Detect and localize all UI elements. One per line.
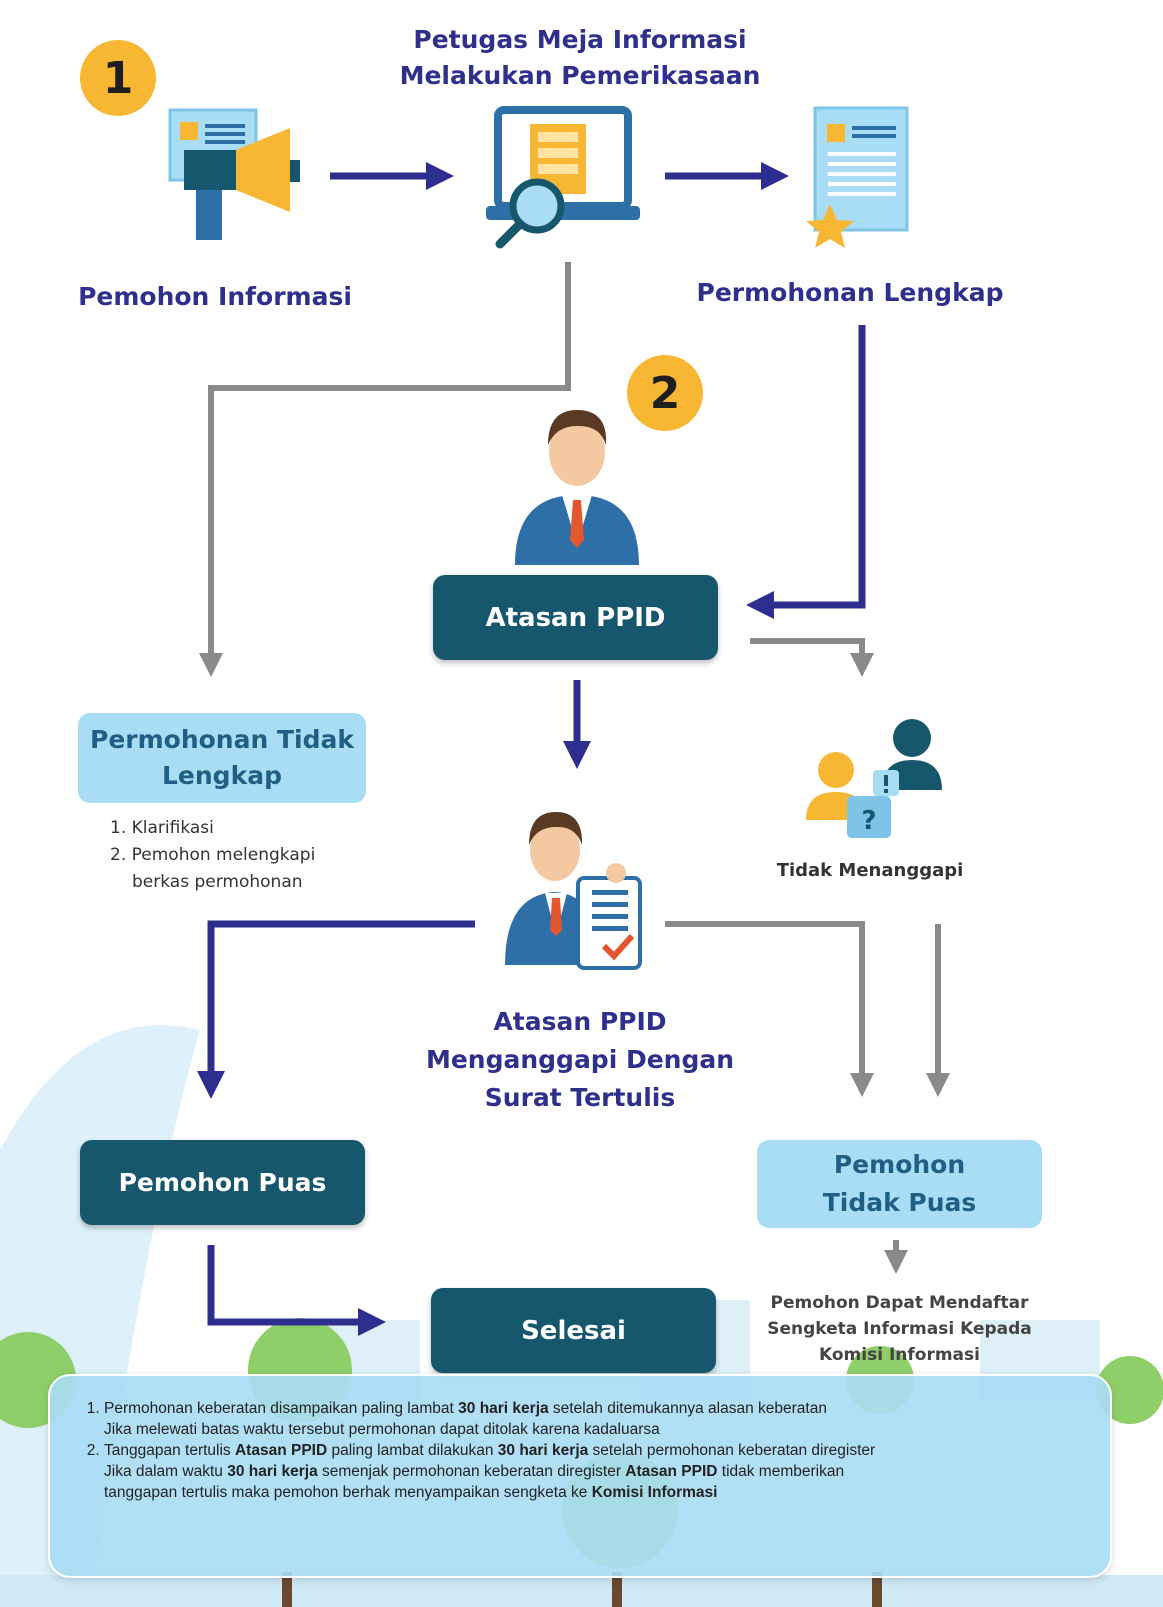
note-2-text-j: tidak memberikan — [717, 1463, 845, 1480]
menanggapi-line3: Surat Tertulis — [484, 1083, 676, 1112]
pemohon-puas-box: Pemohon Puas — [80, 1140, 365, 1225]
sengketa-line1: Pemohon Dapat Mendaftar — [770, 1293, 1029, 1313]
step-klarifikasi: 1. Klarifikasi — [110, 818, 214, 838]
note-2-text-e: setelah permohonan keberatan diregister — [588, 1442, 876, 1459]
arrow-menanggapi-to-puas — [197, 920, 475, 1099]
arrow-petugas-to-tidak-lengkap — [199, 262, 571, 677]
step-melengkapi-line1: 2. Pemohon melengkapi — [110, 845, 316, 865]
note-2-bold-g: 30 hari kerja — [227, 1463, 318, 1480]
sengketa-line2: Sengketa Informasi Kepada — [767, 1319, 1032, 1339]
note-1-text-a: Permohonan keberatan disampaikan paling … — [104, 1400, 459, 1417]
sengketa-text: Pemohon Dapat Mendaftar Sengketa Informa… — [752, 1290, 1047, 1368]
note-2-bold-l: Komisi Informasi — [591, 1484, 718, 1501]
note-2-bold-d: 30 hari kerja — [497, 1442, 589, 1459]
tidak-lengkap-line2: Lengkap — [162, 761, 282, 790]
sengketa-line3: Komisi Informasi — [819, 1345, 980, 1365]
menanggapi-line1: Atasan PPID — [493, 1007, 667, 1036]
note-2-text-k: tanggapan tertulis maka pemohon berhak m… — [104, 1484, 592, 1501]
arrow-lengkap-to-atasan — [746, 325, 866, 619]
tidak-puas-line2: Tidak Puas — [822, 1188, 977, 1217]
tidak-lengkap-line1: Permohonan Tidak — [90, 725, 354, 754]
arrow-atasan-to-tidak-menanggapi — [750, 638, 874, 677]
petugas-title-line1: Petugas Meja Informasi — [413, 25, 747, 54]
notes-panel: Permohonan keberatan disampaikan paling … — [48, 1374, 1112, 1578]
petugas-title-line2: Melakukan Pemerikasaan — [399, 61, 761, 90]
permohonan-lengkap-label: Permohonan Lengkap — [696, 278, 1004, 307]
menanggapi-title: Atasan PPID Menganggapi Dengan Surat Ter… — [400, 1003, 760, 1117]
notes-list: Permohonan keberatan disampaikan paling … — [50, 1376, 1110, 1503]
tidak-menanggapi-label: Tidak Menanggapi — [776, 860, 964, 881]
arrow-menanggapi-to-tidak-puas — [665, 921, 874, 1097]
step-2-badge: 2 — [627, 355, 703, 431]
step-1-badge: 1 — [80, 40, 156, 116]
note-2: Tanggapan tertulis Atasan PPID paling la… — [104, 1440, 1090, 1503]
note-2-text-a: Tanggapan tertulis — [104, 1442, 235, 1459]
note-1-bold-a: 30 hari kerja — [458, 1400, 549, 1417]
note-2-bold-i: Atasan PPID — [625, 1463, 718, 1480]
arrow-puas-to-selesai — [207, 1245, 386, 1336]
tidak-lengkap-box: Permohonan Tidak Lengkap — [78, 713, 366, 803]
note-2-text-c: paling lambat dilakukan — [327, 1442, 498, 1459]
menanggapi-line2: Menganggapi Dengan — [425, 1045, 735, 1074]
tidak-lengkap-steps: 1. Klarifikasi 2. Pemohon melengkapi ber… — [110, 815, 410, 896]
pemohon-informasi-label: Pemohon Informasi — [78, 282, 352, 311]
note-1-text-c: setelah ditemukannya alasan keberatan — [548, 1400, 827, 1417]
petugas-title: Petugas Meja Informasi Melakukan Pemerik… — [370, 22, 790, 94]
note-1-text-d: Jika melewati batas waktu tersebut permo… — [104, 1421, 660, 1438]
selesai-box: Selesai — [431, 1288, 716, 1373]
step-melengkapi-line2: berkas permohonan — [132, 872, 303, 892]
note-2-bold-b: Atasan PPID — [234, 1442, 328, 1459]
tidak-puas-line1: Pemohon — [833, 1150, 966, 1179]
atasan-ppid-box: Atasan PPID — [433, 575, 718, 660]
tidak-puas-box: Pemohon Tidak Puas — [757, 1140, 1042, 1228]
note-2-text-h: semenjak permohonan keberatan diregister — [317, 1463, 626, 1480]
note-2-text-f: Jika dalam waktu — [104, 1463, 228, 1480]
note-1: Permohonan keberatan disampaikan paling … — [104, 1398, 1090, 1440]
